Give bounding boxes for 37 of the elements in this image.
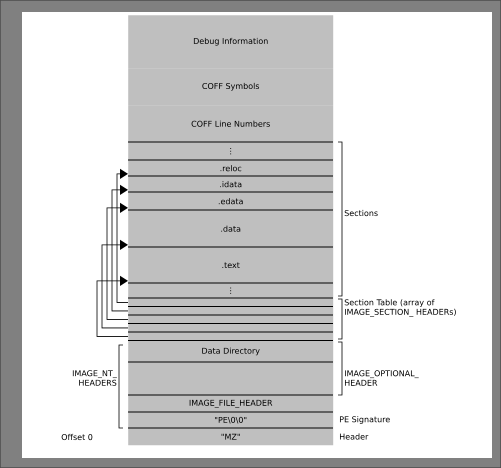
layout-row: Debug Information	[128, 15, 334, 68]
node-label: Data Directory	[202, 348, 260, 356]
node-label: ⋮	[230, 287, 232, 294]
section-bracket-label: IMAGE_NT_ HEADERS	[72, 370, 117, 386]
arrow	[116, 168, 128, 303]
header-row	[128, 362, 334, 396]
node-label: "MZ"	[222, 434, 240, 440]
layout-row: IMAGE_FILE_HEADER	[128, 395, 334, 412]
node-label: ⋮	[230, 148, 232, 154]
offset-label: Offset 0	[62, 434, 92, 440]
arrow	[106, 202, 128, 320]
node-label: COFF Symbols	[202, 82, 260, 91]
arrow	[96, 276, 128, 337]
row-caption: Header	[340, 433, 368, 440]
node-label: Debug Information	[194, 38, 268, 46]
section-bracket-label: IMAGE_OPTIONAL_ HEADER	[344, 370, 419, 386]
layout-row: ⋮	[128, 283, 334, 298]
section-bracket-label: Sections	[344, 210, 378, 216]
layout-row: "MZ"	[128, 428, 334, 446]
node-label: COFF Line Numbers	[192, 120, 270, 127]
layout-row: COFF Symbols	[128, 68, 334, 106]
layout-row: .reloc	[128, 160, 334, 176]
node-label: .idata	[220, 181, 242, 188]
arrow	[112, 184, 128, 312]
section-bracket-label: Section Table (array of IMAGE_SECTION_ HEADERs)	[344, 299, 456, 317]
row-caption: PE Signature	[340, 416, 390, 424]
node-label: .edata	[218, 198, 243, 204]
layout-row: .idata	[128, 176, 334, 192]
layout-row: "PE\0\0"	[128, 412, 334, 428]
node-label: "PE\0\0"	[215, 416, 246, 424]
node-label: .reloc	[220, 165, 242, 172]
node-label: .text	[222, 262, 240, 268]
node-label: .data	[221, 226, 240, 232]
node-label: IMAGE_FILE_HEADER	[190, 400, 272, 408]
arrow	[102, 240, 128, 328]
layout-row: ⋮	[128, 142, 334, 160]
layout-row: .edata	[128, 192, 334, 210]
